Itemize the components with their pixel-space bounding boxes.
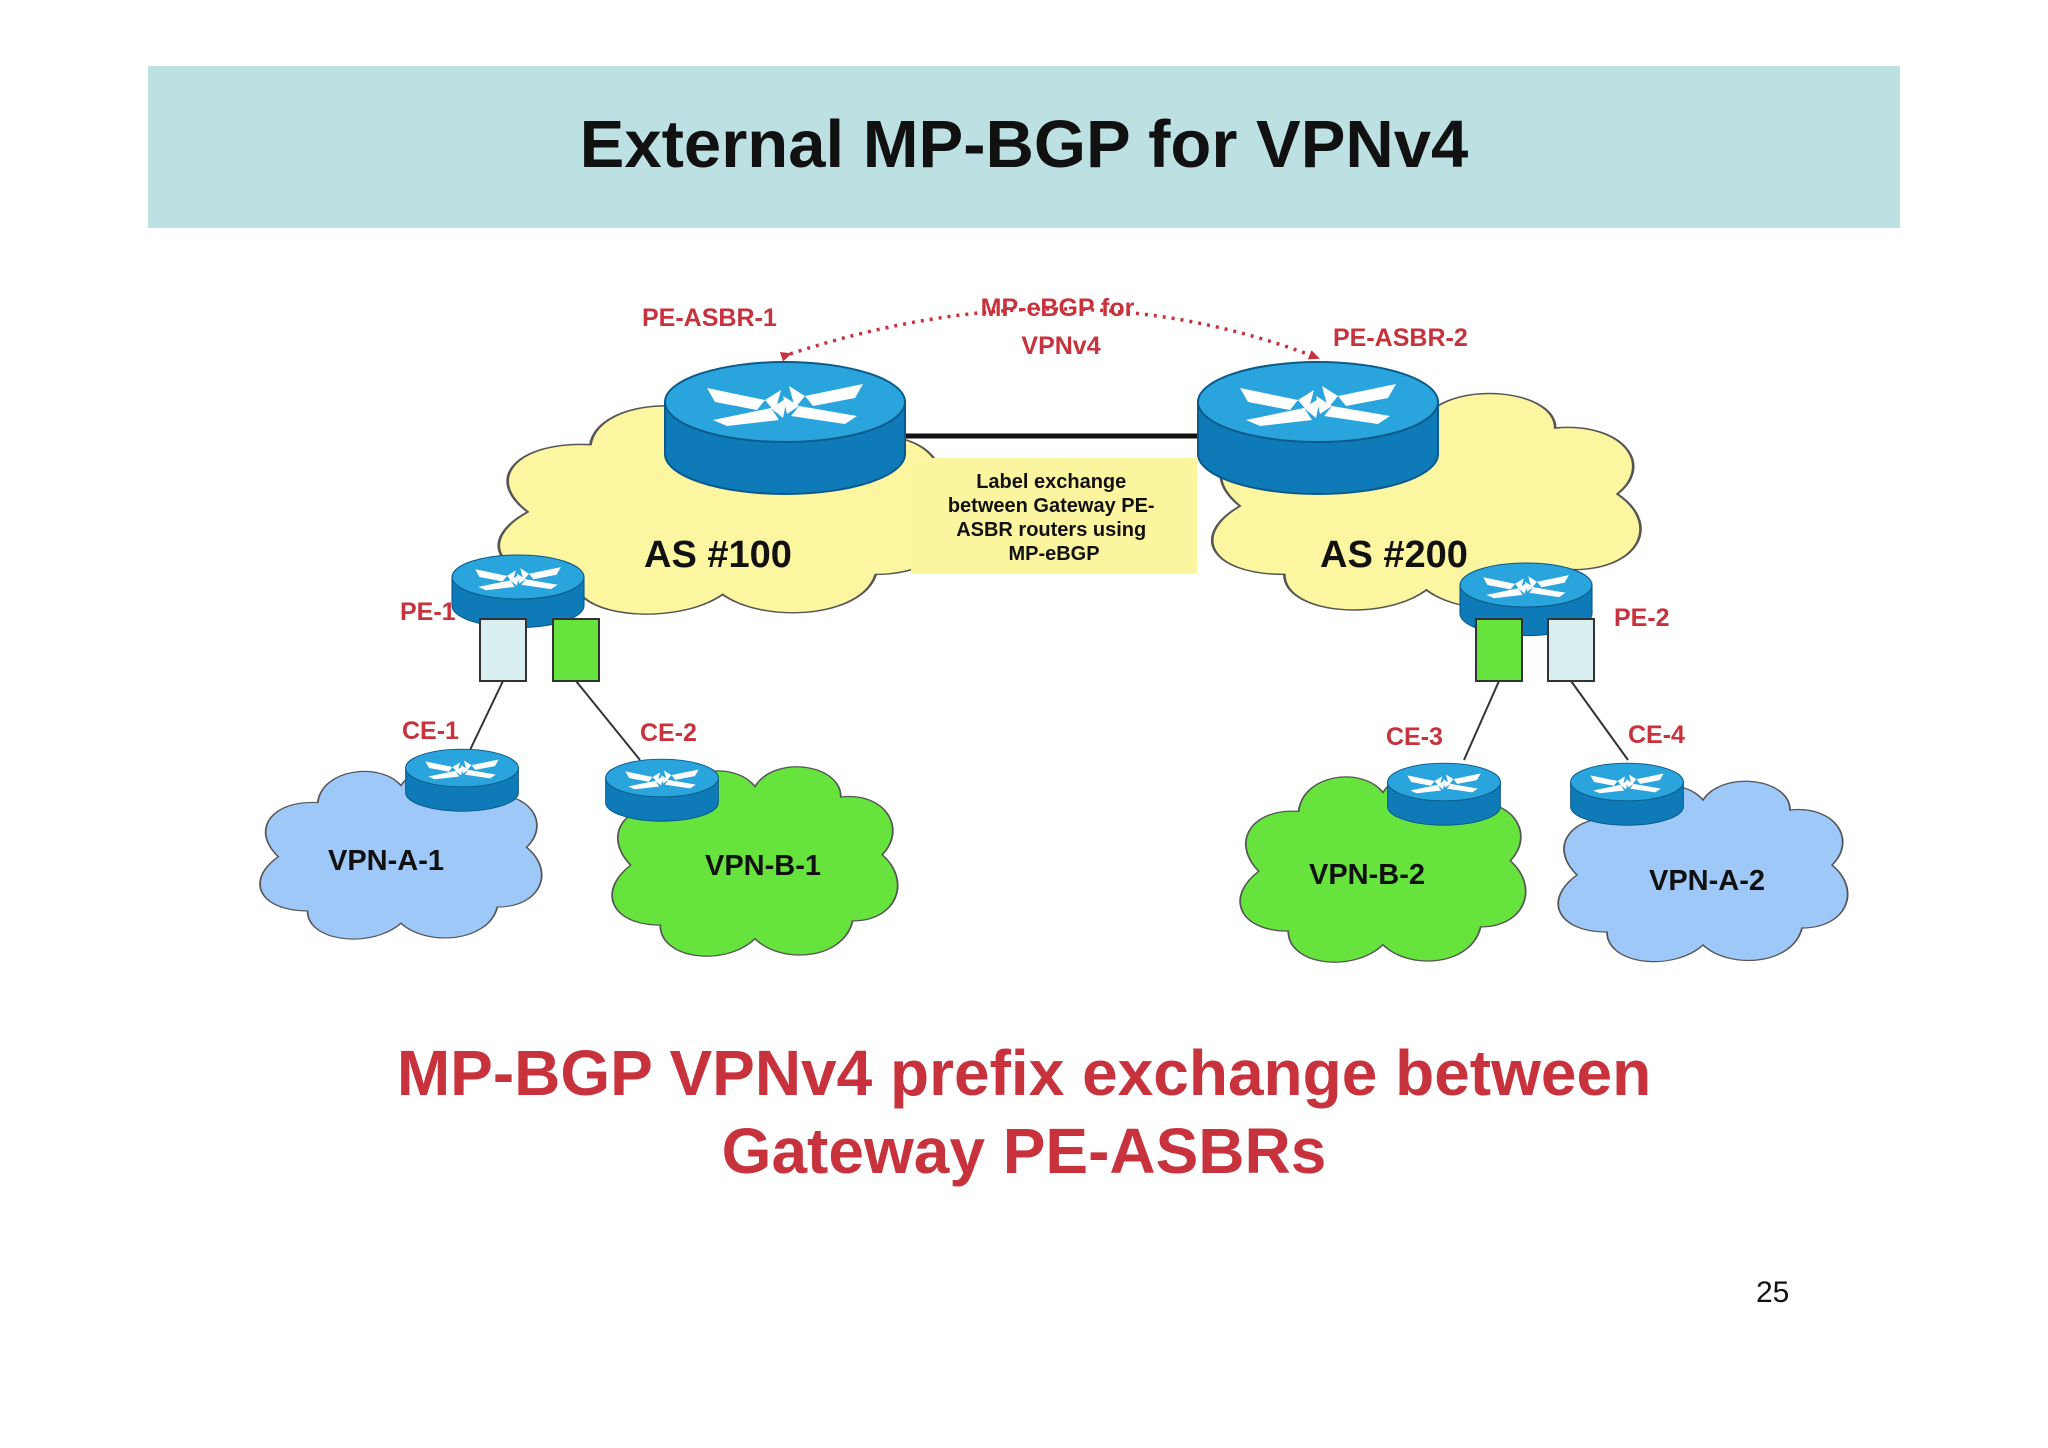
as-200-label: AS #200 xyxy=(1320,534,1468,576)
label-box-line-3: ASBR routers using xyxy=(956,519,1146,541)
pe-asbr-1-router-icon xyxy=(664,361,906,495)
svg-text:MP-eBGP for VPNv4: MP-eBGP for VPNv4 xyxy=(981,294,1142,360)
ce-2-router-icon xyxy=(605,758,719,822)
ce-4-router-icon xyxy=(1570,762,1684,826)
pe-1-vrf-a-icon xyxy=(479,618,527,682)
label-box-line-2: between Gateway PE- xyxy=(948,495,1155,517)
pe-1-vrf-b-icon xyxy=(552,618,600,682)
pe-2-label: PE-2 xyxy=(1614,604,1670,632)
page-number: 25 xyxy=(1756,1276,1790,1309)
ce-3-label: CE-3 xyxy=(1386,723,1443,751)
ce-2-label: CE-2 xyxy=(640,719,697,747)
title-band: External MP-BGP for VPNv4 xyxy=(148,66,1900,228)
pe-1-router-icon xyxy=(451,554,585,629)
pe-1-ce-1-link xyxy=(469,680,504,751)
session-label-line-2: VPNv4 xyxy=(1021,332,1100,360)
label-box-line-4: MP-eBGP xyxy=(1008,543,1099,565)
pe-2-ce-4-link xyxy=(1570,680,1629,761)
label-box-line-1: Label exchange xyxy=(976,471,1126,493)
ce-1-label: CE-1 xyxy=(402,717,459,745)
pe-2-vrf-a-icon xyxy=(1547,618,1595,682)
ce-1-router-icon xyxy=(405,748,519,812)
caption-line-2: Gateway PE-ASBRs xyxy=(721,1115,1327,1187)
pe-asbr-1-label: PE-ASBR-1 xyxy=(642,304,777,332)
session-label-line-1: MP-eBGP for xyxy=(981,294,1135,322)
slide-title: External MP-BGP for VPNv4 xyxy=(579,107,1469,182)
vpn-a-1-label: VPN-A-1 xyxy=(328,845,444,877)
vpn-b-2-label: VPN-B-2 xyxy=(1309,859,1425,891)
pe-asbr-2-router-icon xyxy=(1197,361,1439,495)
as-100-label: AS #100 xyxy=(644,534,792,576)
pe-asbr-2-label: PE-ASBR-2 xyxy=(1333,324,1468,352)
pe-2-vrf-b-icon xyxy=(1475,618,1523,682)
pe-1-label: PE-1 xyxy=(400,598,456,626)
label-exchange-box xyxy=(911,458,1197,574)
vpn-a-2-label: VPN-A-2 xyxy=(1649,865,1765,897)
pe-2-ce-3-link xyxy=(1463,680,1500,761)
caption-line-1: MP-BGP VPNv4 prefix exchange between xyxy=(396,1037,1652,1109)
vpn-b-1-label: VPN-B-1 xyxy=(705,850,821,882)
ce-3-router-icon xyxy=(1387,762,1501,826)
svg-text:Label exchange between Gat: Label exchange between Gateway PE- ASBR … xyxy=(948,471,1160,565)
pe-1-ce-2-link xyxy=(575,680,641,761)
ce-4-label: CE-4 xyxy=(1628,721,1685,749)
